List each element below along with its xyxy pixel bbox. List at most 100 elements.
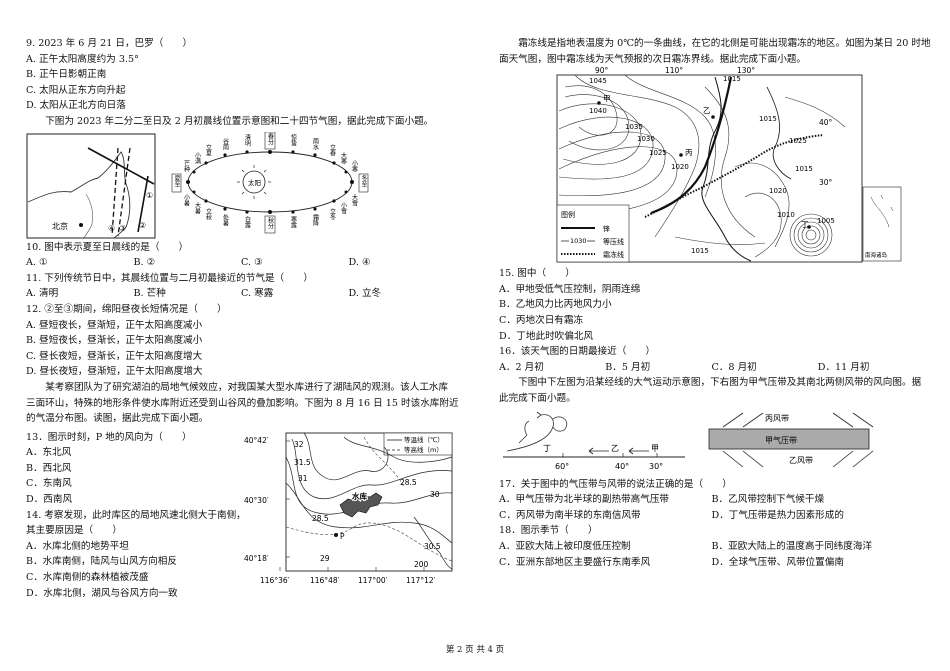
q13-q14-text: 13．图示时刻，P 地的风向为（ ） A．东北风 B．西北风 C．东南风 D．西… xyxy=(26,427,246,603)
term-daxue: 大雪 xyxy=(351,193,358,207)
q9-option-a: A. 正午太阳高度约为 3.5° xyxy=(26,53,139,65)
figure-pressure-belts: 丁 乙 甲 60° 40° 30° 甲气压带 丙风带 乙风带 xyxy=(499,407,924,477)
iso-200: 200 xyxy=(414,560,429,569)
lat-40-30: 40°30′ xyxy=(244,496,269,505)
q11-option-c: C. 寒露 xyxy=(241,288,274,300)
marker-1: ① xyxy=(146,191,153,200)
page-footer: 第 2 页 共 4 页 xyxy=(445,645,505,655)
q17-option-d: D．丁气压带是热力因素形成的 xyxy=(711,509,844,521)
lon-117-00: 117°00′ xyxy=(358,576,388,585)
q9-option-d: D. 太阳从正北方向日落 xyxy=(26,100,126,112)
left-column: 9. 2023 年 6 月 21 日，巴罗（ ） A. 正午太阳高度约为 3.5… xyxy=(26,36,459,603)
marker-3: ③ xyxy=(119,224,126,233)
intro-10-12: 下图为 2023 年二分二至日及 2 月初晨线位置示意图和二十四节气图，据此完成… xyxy=(45,115,434,127)
marker-4: ④ xyxy=(108,224,115,233)
solar-terms-orbit: 太阳 夏至 冬至 春分 秋分 清明 谷雨 立夏 xyxy=(171,131,369,233)
profile-label-jia: 甲 xyxy=(651,444,659,453)
lon-110: 110° xyxy=(665,67,683,75)
belt-label: 甲气压带 xyxy=(765,435,797,445)
term-xiaohan: 小寒 xyxy=(351,159,358,173)
q16-stem: 16．该天气图的日期最接近（ ） xyxy=(499,346,656,358)
intro-17-18-line2: 此完成下面小题。 xyxy=(499,392,576,404)
lat-30: 30° xyxy=(819,178,833,187)
q14-stem-line2: 其主要原因是（ ） xyxy=(26,525,122,537)
term-qingming: 清明 xyxy=(244,133,251,147)
city-label: 北京 xyxy=(52,221,68,231)
q18-option-a: A．亚欧大陆上被印度低压控制 xyxy=(499,540,631,552)
isobar-1035: 1035 xyxy=(625,123,643,131)
south-wind-belt-label: 乙风带 xyxy=(789,456,813,465)
q10-options: A. ① B. ② C. ③ D. ④ xyxy=(26,255,456,271)
isobar-1020-b: 1020 xyxy=(769,187,787,195)
q11-stem: 11. 下列传统节日中，其晨线位置与二月初最接近的节气是（ ） xyxy=(26,272,313,284)
term-xiaoxue: 小雪 xyxy=(340,201,347,215)
isobar-1015-a: 1015 xyxy=(723,75,741,83)
marker-2: ② xyxy=(139,221,146,230)
q14-option-d: D．水库北侧，湖风与谷风方向一致 xyxy=(26,587,178,599)
q11-options: A. 清明 B. 芒种 C. 寒露 D. 立冬 xyxy=(26,286,456,302)
profile-lat-40: 40° xyxy=(615,462,629,471)
iso-30-5: 30.5 xyxy=(424,542,441,551)
q18-option-c: C．亚洲东部地区主要盛行东南季风 xyxy=(499,556,651,568)
weather-map: 90° 110° 130° 40° 30° xyxy=(556,66,902,263)
profile-lat-60: 60° xyxy=(555,462,569,471)
lat-40: 40° xyxy=(819,118,833,127)
place-bing: 丙 xyxy=(685,148,693,157)
iso-32: 32 xyxy=(294,440,304,449)
lon-90: 90° xyxy=(595,67,609,75)
term-lixia: 立夏 xyxy=(205,143,212,156)
isobar-1020: 1020 xyxy=(671,163,689,171)
q17-option-b: B．乙风带控制下气候干燥 xyxy=(711,494,825,506)
q18-option-d: D．全球气压带、风带位置偏南 xyxy=(711,556,844,568)
q11-option-a: A. 清明 xyxy=(26,288,59,300)
place-ding: 丁 xyxy=(801,220,809,229)
q17-option-a: A．甲气压带为北半球的副热带高气压带 xyxy=(499,494,670,506)
intro-15-16-line2: 面天气图，图中霜冻线为天气预报的次日霜冻界线。据此完成下面小题。 xyxy=(499,53,806,65)
intro-13-14-line3: 的气温分布图。读图，据此完成下面小题。 xyxy=(26,413,209,425)
place-yi: 乙 xyxy=(703,106,711,115)
q14-option-b: B．水库南侧，陆风与山风方向相反 xyxy=(26,556,177,568)
figure-terminator-and-solar-terms: 北京 ④ ③ ② ① 太阳 xyxy=(26,131,456,240)
isobar-1010: 1010 xyxy=(777,211,795,219)
q13-option-d: D．西南风 xyxy=(26,494,73,506)
pressure-belt-bar xyxy=(708,428,870,449)
terminator-line-2 xyxy=(111,147,119,236)
term-chunfen: 春分 xyxy=(267,132,274,146)
term-shuangjiang: 霜降 xyxy=(312,214,319,227)
q15-stem: 15. 图中（ ） xyxy=(499,268,575,280)
point-p-label: P xyxy=(340,532,345,541)
q13-option-c: C．东南风 xyxy=(26,478,72,490)
isobar-1045: 1045 xyxy=(589,77,607,85)
profile-label-yi: 乙 xyxy=(611,444,619,453)
q17-options-row2: C．丙风带为南半球的东南信风带 D．丁气压带是热力因素形成的 xyxy=(499,508,924,524)
q18-stem: 18．图示季节（ ） xyxy=(499,525,598,537)
lat-40-42: 40°42′ xyxy=(244,436,269,445)
intro-15-16-line1: 霜冻线是指地表温度为 0℃的一条曲线，在它的北侧是可能出现霜冻的地区。如图为某日… xyxy=(518,38,931,49)
intro-17-18-line1: 下图中下左图为沿某经线的大气运动示意图，下右图为甲气压带及其南北两侧风带的风向图… xyxy=(518,377,922,389)
q13-stem: 13．图示时刻，P 地的风向为（ ） xyxy=(26,431,192,443)
legend-title: 图例 xyxy=(561,210,575,219)
south-china-sea-inset xyxy=(862,186,902,262)
q10-stem: 10. 图中表示夏至日晨线的是（ ） xyxy=(26,241,189,253)
terminator-line-4 xyxy=(137,175,149,232)
isobar-1025: 1025 xyxy=(649,149,667,157)
q9-option-b: B. 正午日影朝正南 xyxy=(26,69,107,81)
q14-option-c: C．水库南侧的森林植被茂盛 xyxy=(26,572,149,584)
term-mangzhong: 芒种 xyxy=(183,159,190,173)
iso-31-5: 31.5 xyxy=(294,458,311,467)
term-xiaoshu: 小暑 xyxy=(183,193,190,207)
lon-130: 130° xyxy=(737,67,755,75)
lon-116-48: 116°48′ xyxy=(310,576,340,585)
q11-option-b: B. 芒种 xyxy=(133,288,166,300)
q16-option-b: B．5 月初 xyxy=(605,361,651,373)
legend-front: 锋 xyxy=(603,224,610,233)
term-xiazhi: 夏至 xyxy=(173,175,180,187)
q13-option-a: A．东北风 xyxy=(26,447,72,459)
q16-options: A．2 月初 B．5 月初 C．8 月初 D．11 月初 xyxy=(499,360,924,376)
terminator-map: 北京 ④ ③ ② ① xyxy=(26,133,156,239)
reservoir-label: 水库 xyxy=(352,491,367,501)
q13-option-b: B．西北风 xyxy=(26,462,72,474)
pressure-belt-wind-diagram: 甲气压带 丙风带 乙风带 xyxy=(708,412,874,467)
q15-option-d: D．丁地此时吹偏北风 xyxy=(499,330,594,342)
intro-13-14-line2: 三面环山，特殊的地形条件使水库附近还受到山谷风的叠加影响。下图为 8 月 16 … xyxy=(26,397,459,409)
